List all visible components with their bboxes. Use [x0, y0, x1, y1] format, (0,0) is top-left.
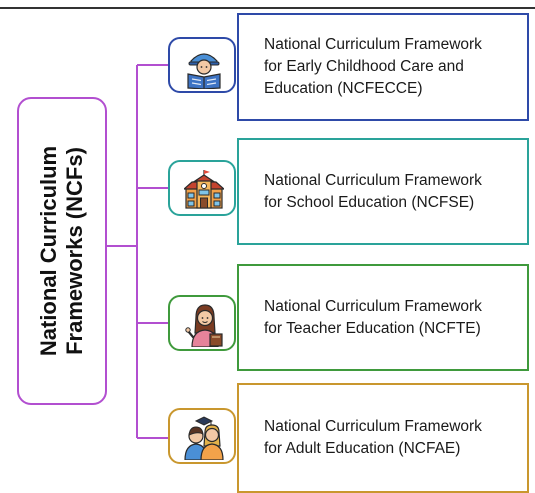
icon-box-ncfecce [168, 37, 236, 93]
framework-label-ncfecce: National Curriculum Framework for Early … [264, 36, 482, 97]
school-building-icon [184, 170, 224, 209]
child-reading-icon [187, 53, 221, 89]
top-border-line [0, 7, 535, 9]
icon-box-ncfae [168, 408, 236, 464]
root-title-line-1: National Curriculum [36, 145, 61, 357]
framework-box-ncfse: National Curriculum Framework for School… [237, 138, 529, 245]
root-title: National Curriculum Frameworks (NCFs) [36, 146, 88, 356]
framework-box-ncfte: National Curriculum Framework for Teache… [237, 264, 529, 371]
framework-box-ncfecce: National Curriculum Framework for Early … [237, 13, 529, 121]
framework-label-ncfte: National Curriculum Framework for Teache… [264, 297, 482, 337]
framework-label-ncfae: National Curriculum Framework for Adult … [264, 418, 482, 457]
framework-box-ncfae: National Curriculum Framework for Adult … [237, 383, 529, 493]
framework-label-ncfse: National Curriculum Framework for School… [264, 171, 482, 211]
root-node: National Curriculum Frameworks (NCFs) [17, 97, 107, 405]
adult-learners-icon [184, 416, 224, 460]
teacher-icon [185, 304, 223, 347]
icon-box-ncfte [168, 295, 236, 351]
root-title-line-2: Frameworks (NCFs) [62, 147, 87, 355]
icon-box-ncfse [168, 160, 236, 216]
